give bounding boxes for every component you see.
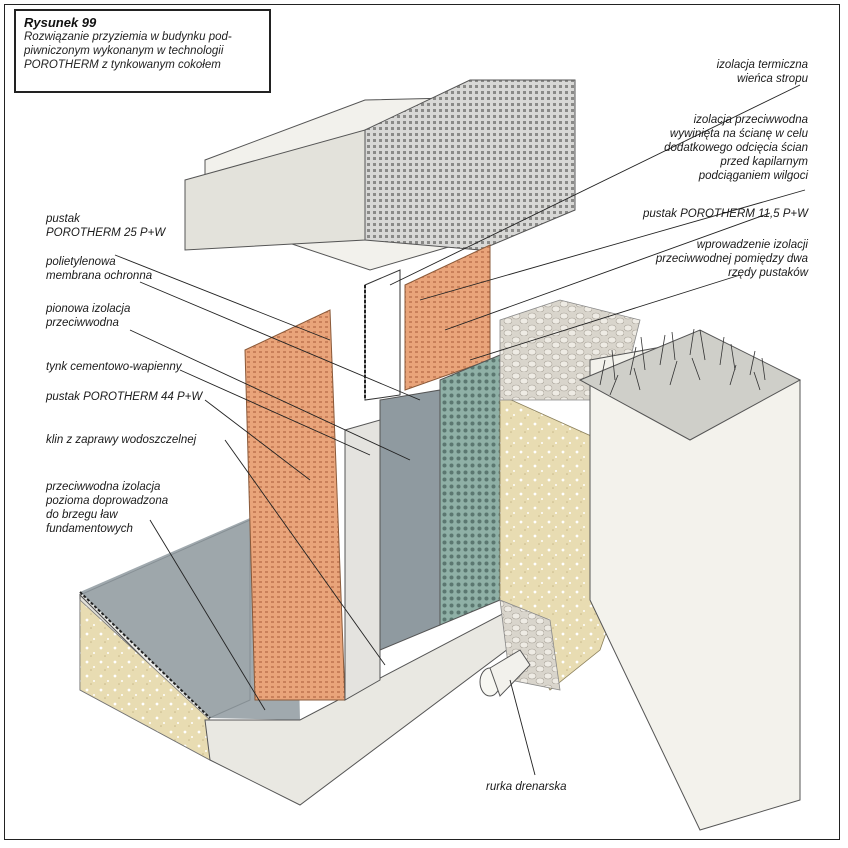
grass-top bbox=[578, 329, 802, 441]
figure-number: Rysunek 99 bbox=[24, 15, 97, 30]
figure-frame bbox=[4, 4, 840, 840]
thermal-insulation bbox=[364, 269, 401, 401]
label-wedge: klin z zaprawy wodoszczelnej bbox=[46, 434, 197, 446]
drain-pipe bbox=[479, 649, 531, 697]
upper-wall-gray bbox=[364, 79, 576, 251]
title-box: Rysunek 99 Rozwiązanie przyziemia w budy… bbox=[14, 9, 271, 93]
label-pustak-25: pustak POROTHERM 25 P+W bbox=[46, 213, 166, 239]
grass-blades bbox=[599, 328, 766, 396]
label-plaster: tynk cementowo-wapienny bbox=[46, 361, 182, 373]
label-vertical-waterproofing: pionowa izolacja przeciwwodna bbox=[46, 303, 131, 329]
label-thermal-insulation: izolacja termiczna wieńca stropu bbox=[716, 59, 808, 85]
main-brick-wall bbox=[244, 309, 346, 701]
leader-lines bbox=[114, 84, 806, 776]
label-drain-pipe: rurka drenarska bbox=[486, 781, 567, 793]
label-pustak-44: pustak POROTHERM 44 P+W bbox=[46, 391, 203, 403]
vertical-waterproofing bbox=[379, 389, 441, 651]
horizontal-waterproofing bbox=[80, 518, 300, 720]
label-insulation-between-rows: wprowadzenie izolacji przeciwwodnej pomi… bbox=[655, 239, 808, 279]
protective-membrane bbox=[439, 354, 501, 626]
label-pustak-11-5: pustak POROTHERM 11,5 P+W bbox=[643, 208, 808, 220]
label-horizontal-waterproofing: przeciwwodna izolacja pozioma doprowadzo… bbox=[46, 481, 169, 535]
label-folded-waterproofing: izolacja przeciwwodna wywinięta na ścian… bbox=[664, 114, 808, 182]
plaster bbox=[344, 419, 381, 701]
label-membrane: polietylenowa membrana ochronna bbox=[46, 256, 153, 282]
figure-caption: Rozwiązanie przyziemia w budynku pod- pi… bbox=[24, 31, 232, 71]
